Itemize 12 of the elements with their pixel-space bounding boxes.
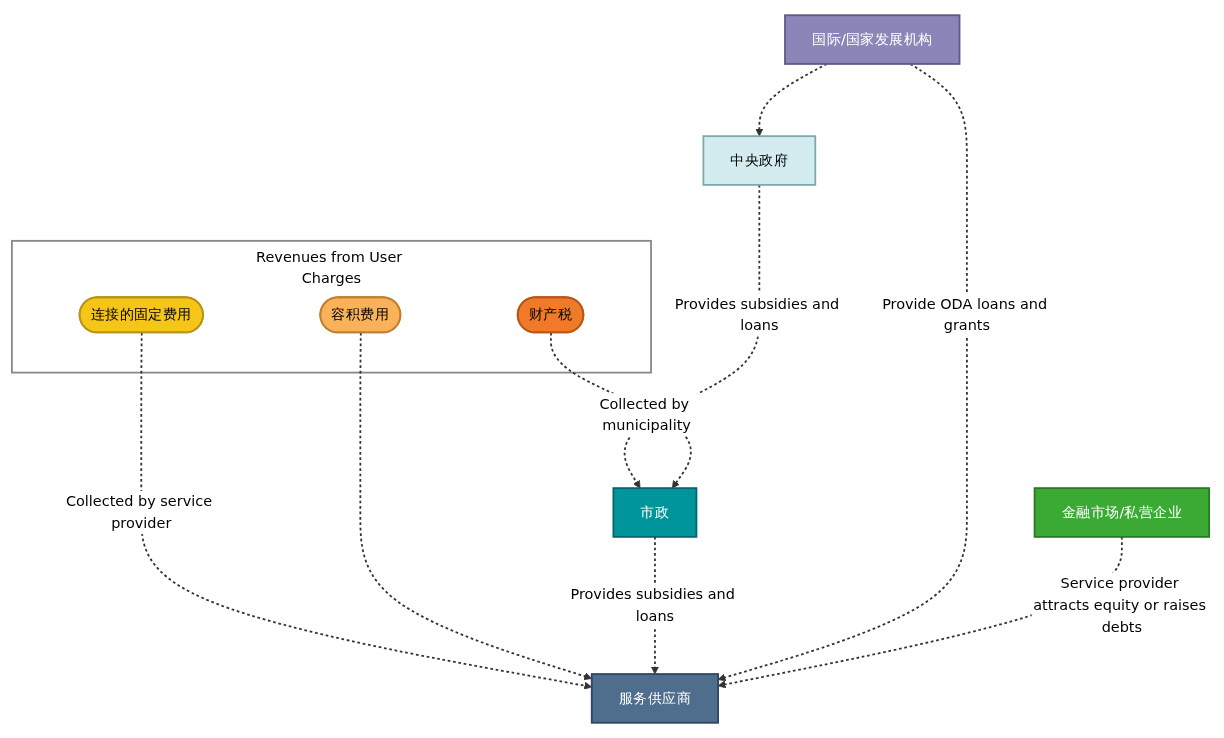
edge-label: Provide ODA loans and grants xyxy=(882,294,1048,334)
edge-label: Collected by service provider xyxy=(65,492,213,532)
arrow xyxy=(755,63,828,137)
edge-label: Collected by municipality xyxy=(599,394,691,434)
node-box: 市政 xyxy=(612,487,698,538)
node-box: 国际/国家发展机构 xyxy=(784,14,961,65)
node-box: 金融市场/私营企业 xyxy=(1033,487,1211,538)
edge-label: Provides subsidies and loans xyxy=(570,585,735,625)
node-box: 中央政府 xyxy=(702,135,817,186)
node-box: 服务供应商 xyxy=(590,673,719,724)
edge-label: Service provider attracts equity or raises debts xyxy=(1033,574,1206,636)
edge-label: Provides subsidies and loans xyxy=(674,294,840,334)
